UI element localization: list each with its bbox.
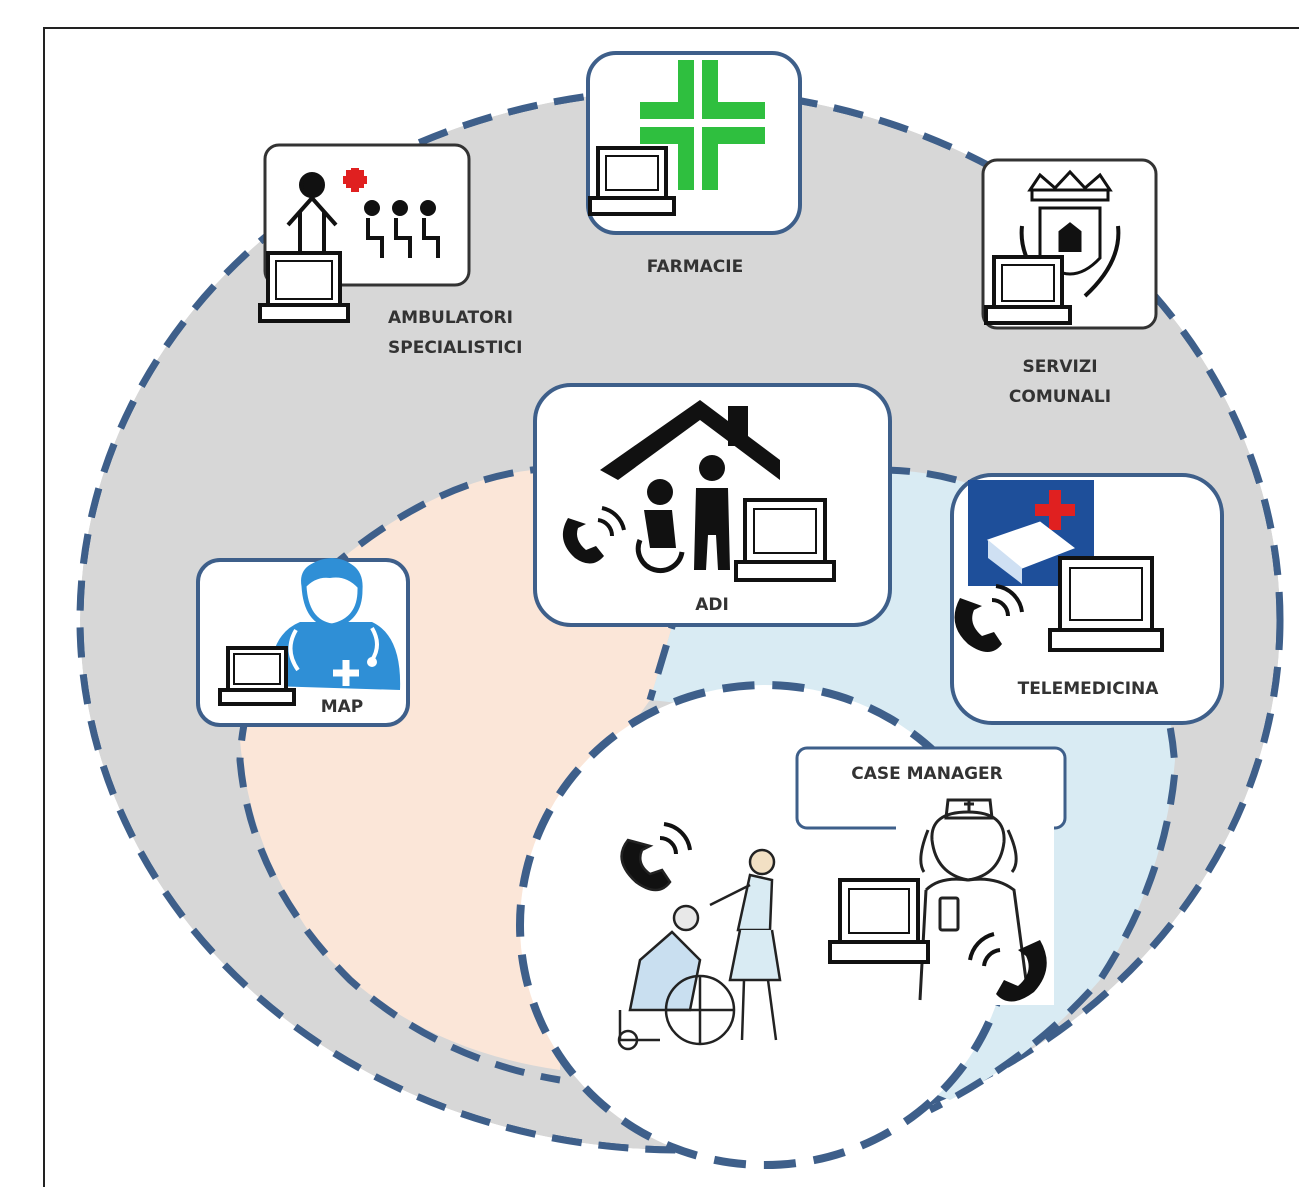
home-care-icon [600, 400, 780, 574]
map-label: MAP [321, 697, 364, 717]
adi-node: ADI [533, 383, 892, 627]
doctor-icon [269, 558, 401, 690]
laptop-icon [734, 498, 836, 582]
laptop-icon [258, 251, 350, 323]
telemedicina-node: TELEMEDICINA [950, 473, 1224, 725]
ambulatori-node: AMBULATORI SPECIALISTICI [258, 143, 522, 358]
ambulatori-label-line2: SPECIALISTICI [388, 338, 522, 358]
case-manager-node: CASE MANAGER [795, 746, 1067, 1005]
farmacie-label: FARMACIE [647, 257, 743, 277]
figure-frame [43, 27, 1299, 1187]
adi-label: ADI [695, 595, 729, 615]
laptop-icon [218, 646, 296, 706]
servizi-label-line1: SERVIZI [1022, 357, 1097, 377]
laptop-icon [828, 878, 930, 964]
phone-icon [954, 584, 1024, 652]
telemedicina-label: TELEMEDICINA [1018, 679, 1160, 699]
wheelchair-patient-icon [617, 822, 782, 1051]
case-manager-label: CASE MANAGER [851, 764, 1003, 784]
phone-icon [968, 932, 1047, 1002]
laptop-icon [1048, 556, 1164, 652]
laptop-icon [588, 146, 676, 216]
nurse-icon [896, 790, 1054, 1005]
farmacie-node: FARMACIE [586, 51, 802, 277]
servizi-label-line2: COMUNALI [1009, 387, 1111, 407]
map-node: MAP [196, 558, 410, 727]
phone-icon [562, 506, 626, 564]
ambulatori-label-line1: AMBULATORI [388, 308, 513, 328]
pharmacy-cross-icon [640, 60, 765, 190]
servizi-node: SERVIZI COMUNALI [981, 158, 1158, 407]
laptop-icon [984, 255, 1072, 325]
clinic-waiting-room-icon [286, 168, 440, 270]
